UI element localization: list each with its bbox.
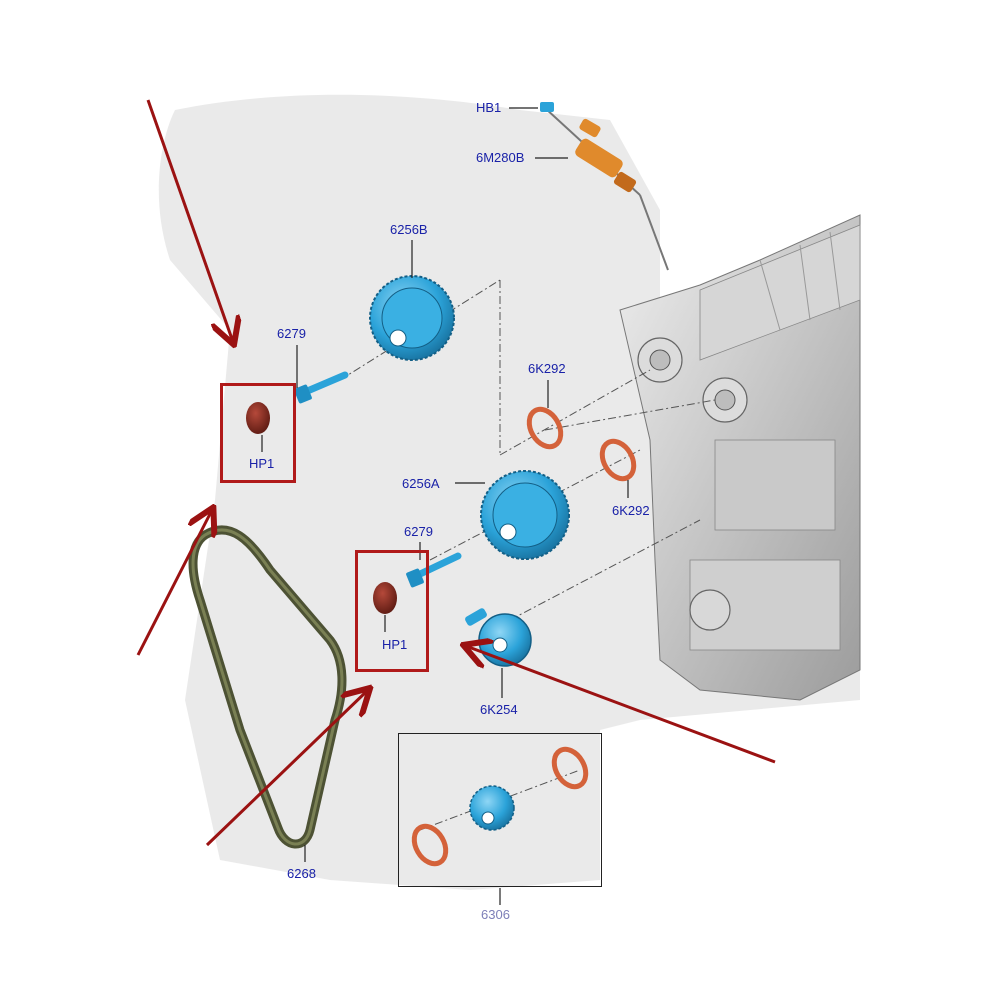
kit-contents	[411, 746, 589, 867]
label-hb1-top: HB1	[476, 100, 502, 115]
label-6268: 6268	[287, 866, 316, 881]
engine-block-icon	[619, 214, 861, 701]
label-6k292-upper: 6K292	[528, 361, 566, 376]
label-6256b: 6256B	[390, 222, 428, 237]
kit-inset-frame	[398, 733, 602, 887]
cam-sprocket-icon	[480, 470, 570, 560]
label-6306: 6306	[481, 907, 510, 922]
bolt-icon	[294, 371, 349, 404]
plug-icon	[373, 582, 397, 614]
label-hp1-upper: HP1	[249, 456, 275, 471]
sensor-icon	[540, 102, 669, 271]
seal-ring-icon	[599, 438, 637, 482]
plug-icon	[246, 402, 270, 434]
bolt-icon	[406, 552, 462, 588]
label-6256a: 6256A	[402, 476, 440, 491]
red-arrow-icon	[136, 99, 776, 847]
label-6k292-lower: 6K292	[612, 503, 650, 518]
label-6279-upper: 6279	[277, 326, 306, 341]
label-6279-lower: 6279	[404, 524, 433, 539]
highlight-box-plug-lower	[355, 550, 429, 672]
label-hp1-lower: HP1	[382, 637, 408, 652]
seal-ring-icon	[526, 406, 564, 450]
label-6m280b: 6M280B	[476, 150, 525, 165]
highlight-box-plug-upper	[220, 383, 296, 483]
label-6k254: 6K254	[480, 702, 518, 717]
cam-sprocket-icon	[369, 275, 455, 361]
